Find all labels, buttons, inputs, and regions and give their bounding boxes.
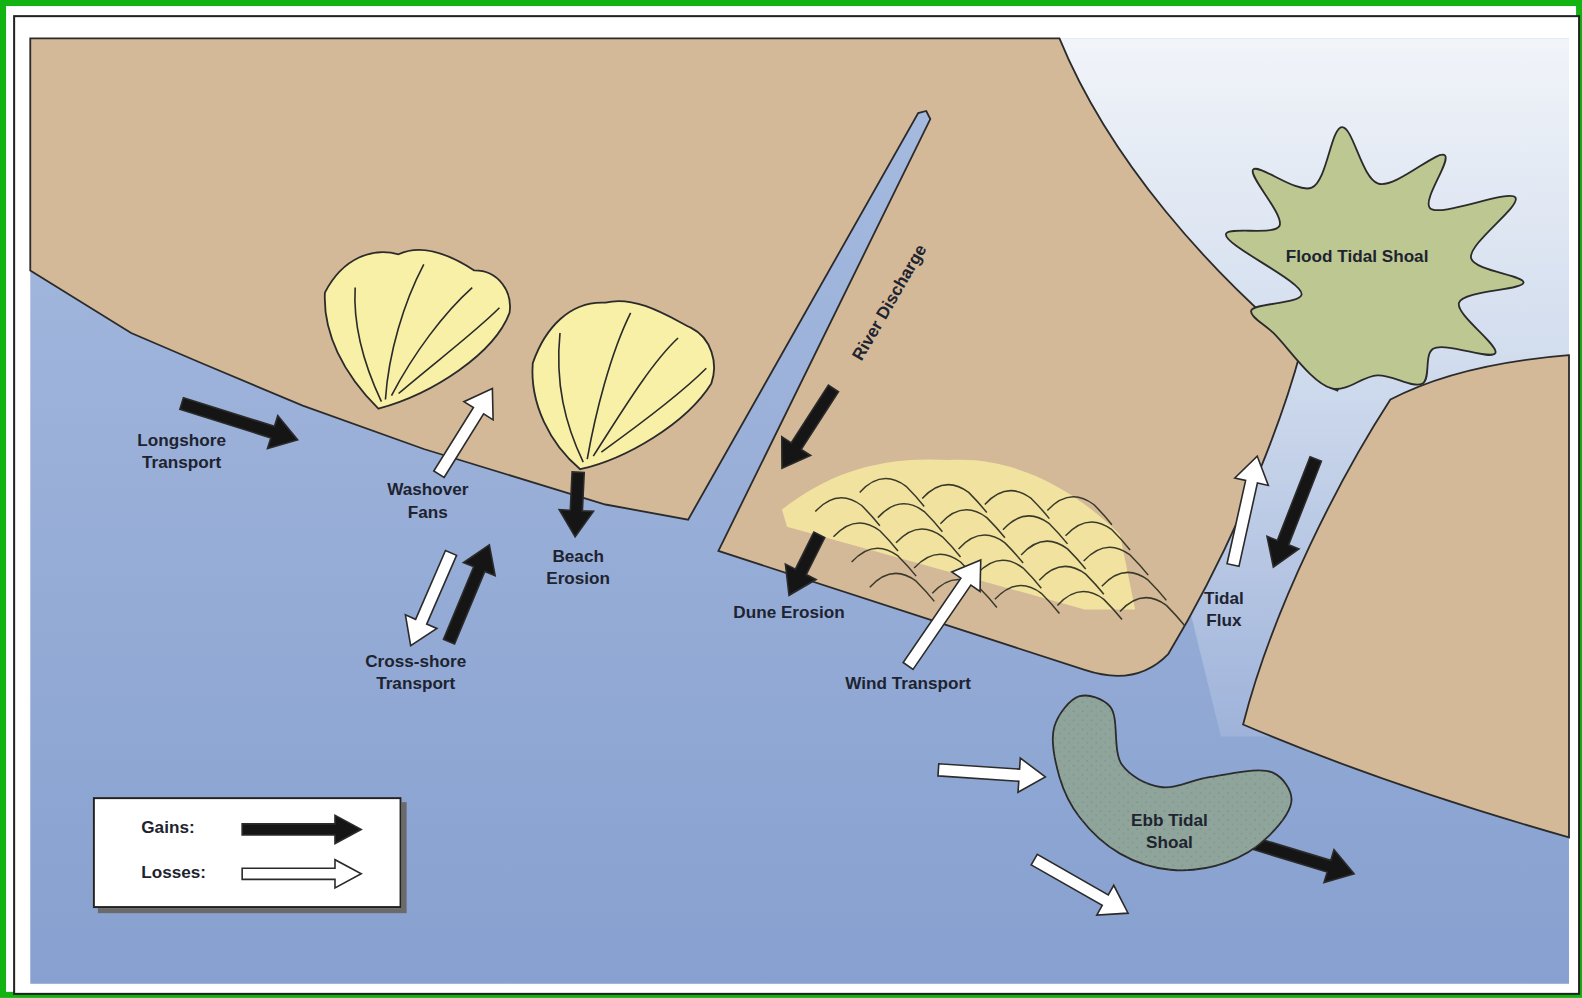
dune-ridge [959,535,1024,563]
fan-line [587,313,630,459]
outer-frame [3,3,1579,995]
shoal-shape [1226,127,1524,389]
washover-fan [532,301,714,469]
gain-arrow [1267,457,1321,567]
shoal-stipple [1053,696,1292,871]
dune-ridge [870,573,935,601]
fan-line [559,333,584,462]
dune-ridge [860,479,925,507]
fan-line [355,288,381,402]
process-label: Dune Erosion [733,602,845,624]
barrier-island [1243,355,1569,837]
fan-line [601,368,706,452]
process-label: Longshore Transport [122,430,241,475]
dune-ridge [878,504,943,532]
legend-sample-svg [236,854,367,894]
dune-ridge [815,498,880,526]
gain-sample [242,815,361,843]
loss-arrow [434,388,493,477]
legend-sample-svg [236,809,367,849]
process-label: Washover Fans [372,479,483,524]
dune-ridge [1003,516,1068,544]
sea [30,38,1569,983]
dune-ridges [815,479,1184,626]
ebb-tidal-shoal: Ebb Tidal Shoal [1044,688,1301,876]
loss-arrow [938,758,1045,792]
legend-text: Gains: [141,818,194,838]
gain-arrow [782,385,839,468]
loss-arrow [1031,854,1128,915]
dune-ridge [995,586,1060,614]
dune-ridge [1084,547,1149,575]
dune-ridge [1039,566,1104,594]
legend-row: Gains: [95,809,400,849]
dune-ridge [1021,541,1086,569]
dune-ridge [1120,598,1185,626]
gain-arrow [443,545,495,644]
inner-frame [14,16,1579,994]
process-label: Beach Erosion [533,546,624,591]
gain-arrow [1249,837,1354,883]
gain-arrow [559,472,593,537]
shoal-shape [1053,696,1292,871]
shoal-label: Ebb Tidal Shoal [1114,810,1225,855]
gain-arrow [785,532,824,595]
fan-line [593,338,678,456]
legend-row: Losses: [95,854,400,894]
loss-arrow [903,560,981,669]
dune-ridge [940,510,1005,538]
legend-text: Losses: [141,863,206,883]
process-label: Tidal Flux [1194,588,1255,633]
dune-ridge [852,548,917,576]
dune-ridge [833,523,898,551]
dune-ridge [985,491,1050,519]
fan-lines [355,264,706,462]
dune-ridge [1066,522,1131,550]
dune-ridge [1057,592,1122,620]
dune-ridge [1102,572,1167,600]
washover-fan [325,250,510,409]
dune-ridge [896,529,961,557]
loss-sample [242,860,361,888]
fan-line [399,308,500,394]
process-label: Cross-shore Transport [348,651,484,696]
shoal-label: Flood Tidal Shoal [1286,246,1429,268]
flood-tidal-shoal: Flood Tidal Shoal [1216,119,1529,393]
mainland [30,38,1301,675]
dune-ridge [922,485,987,513]
dune-ridge [977,560,1042,588]
loss-arrow [1227,456,1268,566]
process-label: Wind Transport [845,673,971,695]
dune-ridge [1047,497,1112,525]
fan-line [385,264,423,399]
legend-box: Gains: Losses: [93,797,402,908]
